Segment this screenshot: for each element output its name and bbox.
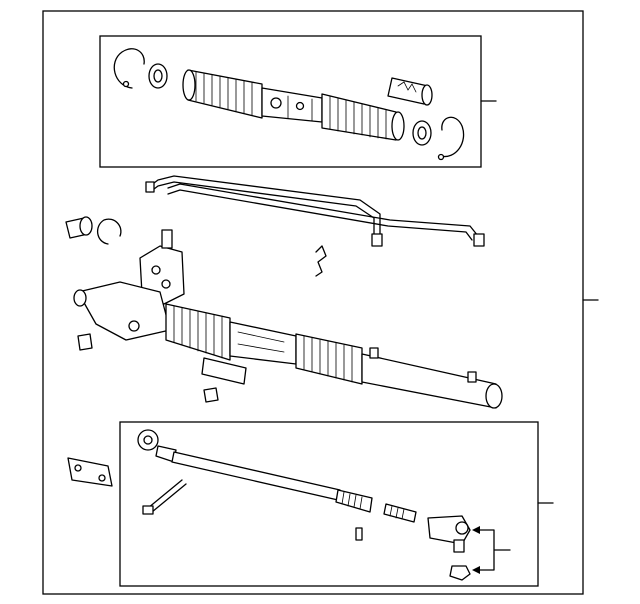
snap-ring-left-eye (122, 80, 130, 88)
valve-port-2 (161, 279, 171, 289)
outer-tie-rod-stud (453, 539, 465, 553)
arrow-head-lower-icon (472, 566, 480, 574)
pressure-line-upper-edge (149, 181, 375, 237)
rack-fitting-right-icon (467, 371, 477, 383)
input-snap-ring-icon (97, 218, 122, 245)
grommet-lower-icon[interactable] (203, 387, 219, 403)
rack-boot-right-icon (295, 333, 363, 385)
end-plate-group[interactable] (67, 457, 113, 487)
mounting-bracket-icon[interactable] (201, 357, 247, 385)
arrow-head-upper-icon (472, 526, 480, 534)
snap-ring-right-icon (439, 116, 465, 158)
valve-port-1 (151, 265, 161, 275)
long-bolt-icon (147, 479, 183, 509)
rack-end-left-icon (73, 289, 87, 307)
end-plate-hole-2 (98, 474, 106, 482)
rack-tube-mid-detail (237, 331, 285, 353)
pressure-line-lower-edge (167, 189, 473, 241)
housing-bolt-icon (128, 320, 140, 332)
boot-center-tube-icon (261, 87, 323, 123)
tie-rod-kit-group[interactable] (119, 421, 554, 587)
outer-frame (42, 10, 584, 595)
adjuster-stud-thread (389, 505, 405, 520)
rack-end-right-icon (485, 383, 503, 409)
castle-nut-icon (449, 565, 471, 581)
small-screw-icon (355, 527, 363, 541)
input-seal-group[interactable] (65, 216, 122, 245)
rack-boot-left-icon (165, 303, 231, 361)
boot-right-icon (321, 93, 405, 141)
input-seal-face (79, 216, 93, 236)
tie-rod-kit-box (119, 421, 539, 587)
bushing-right-bore (417, 126, 427, 140)
pressure-line-lower-icon (167, 183, 479, 237)
boot-kit-group[interactable] (99, 35, 497, 168)
main-rack-assembly[interactable] (73, 229, 503, 409)
rack-vent-icon (369, 347, 379, 359)
end-plate-icon (67, 457, 113, 487)
long-bolt-head (142, 505, 154, 515)
inner-tie-rod-icon (137, 429, 373, 513)
line-clip-icon[interactable] (315, 245, 327, 277)
grease-tube-icon (387, 77, 433, 106)
boot-left-icon (182, 69, 263, 119)
line-fitting-mid-icon (371, 233, 383, 247)
arrow-bracket-leader (475, 529, 511, 571)
line-fitting-left-icon (145, 181, 155, 193)
pressure-lines-group[interactable] (145, 175, 485, 247)
line-fitting-right-icon (473, 233, 485, 247)
rack-tube-mid-icon (229, 321, 297, 365)
input-shaft-icon (161, 229, 173, 249)
outer-tie-rod-ball (455, 521, 469, 535)
long-bolt-edge (151, 483, 187, 513)
adjuster-stud-icon (383, 503, 417, 523)
bushing-left-bore (153, 69, 163, 83)
rack-housing-left-icon (77, 281, 171, 341)
grommet-left-icon[interactable] (77, 333, 93, 351)
snap-ring-left-icon (113, 48, 145, 89)
snap-ring-right-eye (437, 153, 445, 161)
end-plate-hole-1 (74, 464, 82, 472)
